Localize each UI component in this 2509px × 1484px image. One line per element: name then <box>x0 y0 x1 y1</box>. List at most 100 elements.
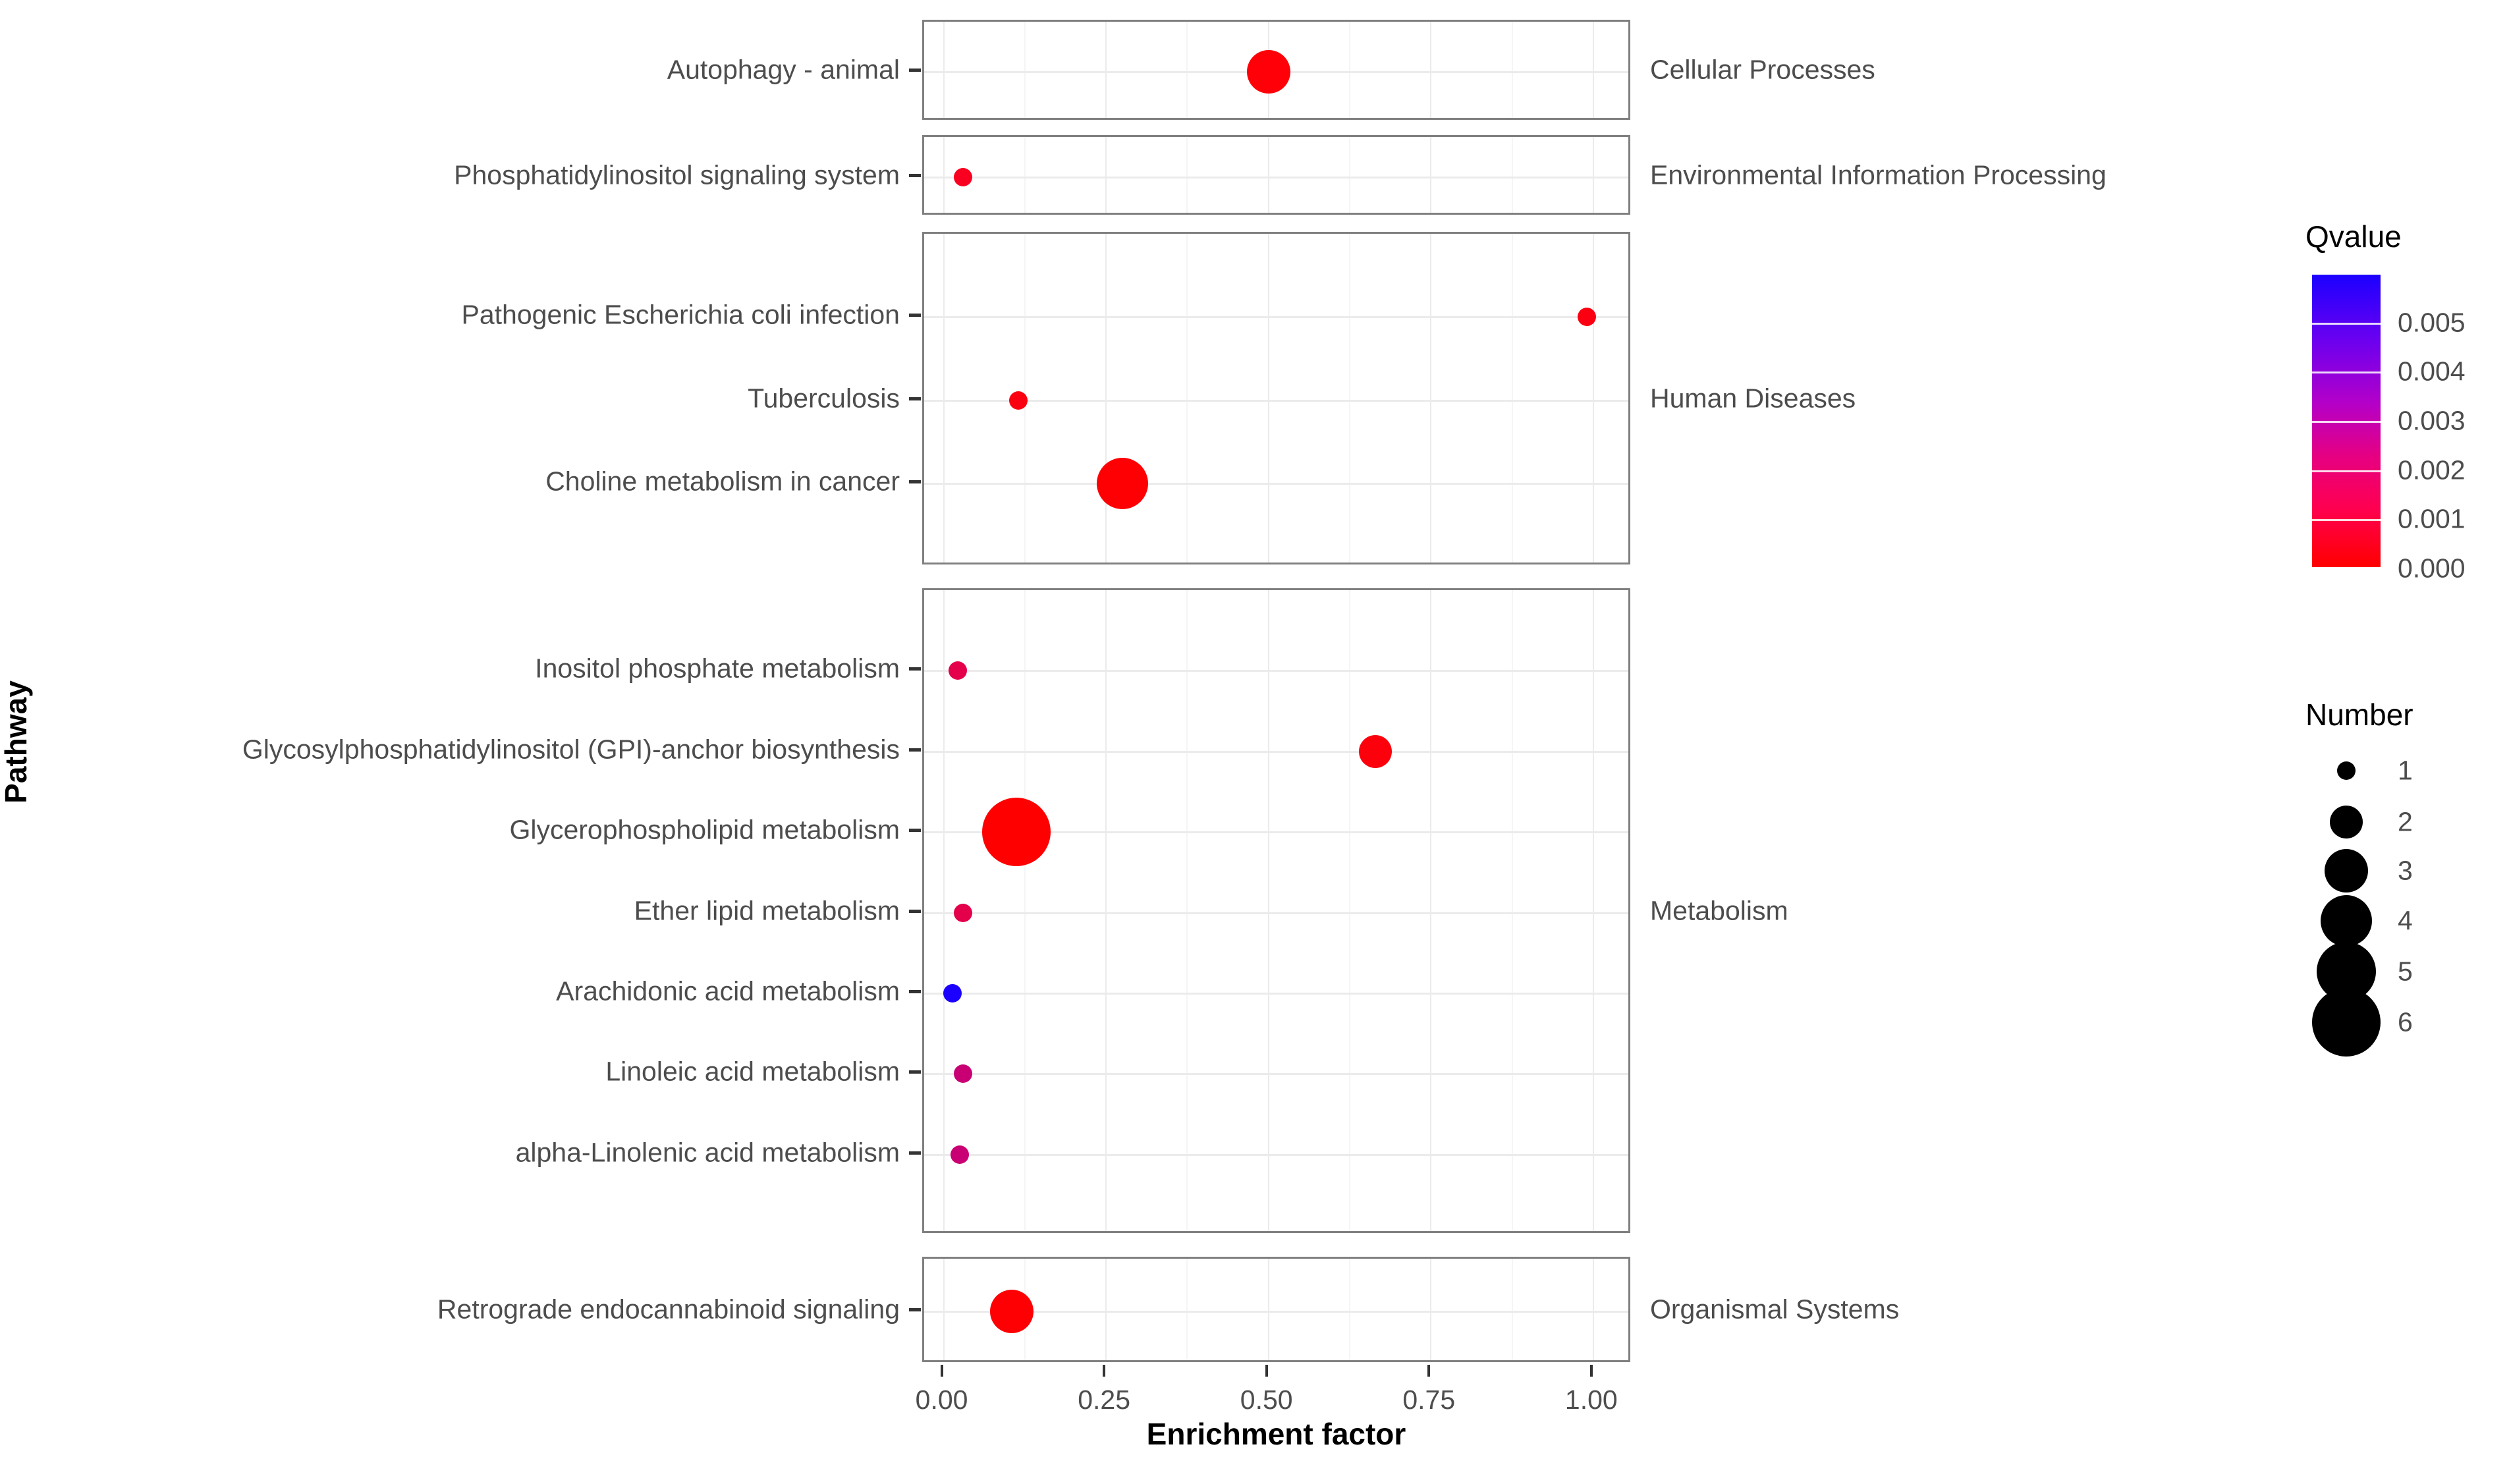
y-axis-tick <box>909 989 921 993</box>
colorbar-tick <box>2311 421 2382 423</box>
y-axis-tick-label: Retrograde endocannabinoid signaling <box>437 1294 900 1325</box>
facet-strip-label: Environmental Information Processing <box>1650 159 2107 190</box>
size-legend-label: 4 <box>2398 905 2413 936</box>
size-legend-label: 3 <box>2398 855 2413 886</box>
colorbar-tick <box>2311 322 2382 325</box>
facet-panel <box>922 588 1630 1233</box>
gridline-minor-vertical <box>1186 234 1188 563</box>
size-legend-title: Number <box>2305 698 2413 732</box>
gridline-minor-vertical <box>1186 22 1188 118</box>
size-legend-label: 6 <box>2398 1006 2413 1037</box>
colorbar-tick <box>2311 371 2382 374</box>
gridline-major-vertical <box>943 22 945 118</box>
gridline-major-vertical <box>943 137 945 213</box>
gridline-major-vertical <box>1105 590 1107 1231</box>
y-axis-tick <box>909 69 921 72</box>
data-point-bubble[interactable] <box>943 983 962 1003</box>
y-axis-tick <box>909 829 921 833</box>
y-axis-title: Pathway <box>0 680 33 804</box>
facet-panel <box>922 20 1630 120</box>
gridline-major-vertical <box>943 234 945 563</box>
gridline-minor-vertical <box>1511 137 1513 213</box>
gridline-major-vertical <box>1267 1259 1269 1360</box>
facet-panel <box>922 135 1630 215</box>
gridline-major-horizontal <box>924 316 1628 319</box>
gridline-major-vertical <box>1592 22 1594 118</box>
size-legend-key <box>2312 988 2381 1057</box>
size-legend-key <box>2325 849 2368 893</box>
y-axis-tick <box>909 909 921 913</box>
x-axis-tick <box>1265 1365 1268 1377</box>
gridline-major-horizontal <box>924 831 1628 834</box>
y-axis-tick-label: Choline metabolism in cancer <box>545 466 900 497</box>
facet-strip-label: Human Diseases <box>1650 383 1856 413</box>
x-axis-tick-label: 0.75 <box>1402 1385 1456 1415</box>
gridline-minor-vertical <box>1024 590 1026 1231</box>
data-point-bubble[interactable] <box>954 903 973 922</box>
facet-strip-label: Organismal Systems <box>1650 1294 1900 1325</box>
size-legend-label: 5 <box>2398 956 2413 987</box>
y-axis-tick-label: Phosphatidylinositol signaling system <box>454 159 900 190</box>
data-point-bubble[interactable] <box>1009 391 1028 410</box>
data-point-bubble[interactable] <box>949 661 968 680</box>
gridline-major-horizontal <box>924 176 1628 179</box>
data-point-bubble[interactable] <box>951 1145 970 1164</box>
x-axis-tick <box>1427 1365 1431 1377</box>
gridline-minor-vertical <box>1348 22 1350 118</box>
gridline-major-vertical <box>1105 234 1107 563</box>
gridline-major-horizontal <box>924 670 1628 673</box>
data-point-bubble[interactable] <box>1577 308 1596 327</box>
gridline-major-vertical <box>943 1259 945 1360</box>
data-point-bubble[interactable] <box>990 1290 1034 1333</box>
data-point-bubble[interactable] <box>1246 50 1290 94</box>
colorbar-tick-label: 0.003 <box>2398 405 2466 436</box>
gridline-major-vertical <box>1592 234 1594 563</box>
x-axis-tick <box>940 1365 943 1377</box>
data-point-bubble[interactable] <box>1359 734 1392 768</box>
gridline-major-horizontal <box>924 1073 1628 1076</box>
facet-panel <box>922 232 1630 564</box>
data-point-bubble[interactable] <box>1096 457 1148 509</box>
gridline-major-horizontal <box>924 399 1628 402</box>
y-axis-tick <box>909 1070 921 1074</box>
gridline-minor-vertical <box>1186 1259 1188 1360</box>
gridline-major-vertical <box>1592 590 1594 1231</box>
size-legend-label: 1 <box>2398 755 2413 786</box>
gridline-major-horizontal <box>924 482 1628 485</box>
x-axis-tick-label: 1.00 <box>1564 1385 1618 1415</box>
size-legend-key <box>2337 761 2356 780</box>
data-point-bubble[interactable] <box>982 798 1051 867</box>
facet-strip-label: Cellular Processes <box>1650 54 1875 85</box>
y-axis-tick <box>909 748 921 752</box>
colorbar-tick-label: 0.000 <box>2398 553 2466 584</box>
facet-strip-label: Metabolism <box>1650 895 1788 925</box>
gridline-major-vertical <box>1430 137 1432 213</box>
y-axis-tick-label: Arachidonic acid metabolism <box>556 976 900 1006</box>
size-legend-key <box>2330 806 2363 838</box>
gridline-major-horizontal <box>924 1311 1628 1313</box>
y-axis-tick <box>909 173 921 177</box>
x-axis-tick <box>1103 1365 1106 1377</box>
data-point-bubble[interactable] <box>954 1064 973 1084</box>
y-axis-tick <box>909 314 921 317</box>
gridline-major-vertical <box>1267 234 1269 563</box>
x-axis-tick <box>1589 1365 1593 1377</box>
gridline-major-vertical <box>1430 22 1432 118</box>
y-axis-tick-label: Glycerophospholipid metabolism <box>509 814 900 845</box>
gridline-minor-vertical <box>1511 234 1513 563</box>
gridline-minor-vertical <box>1511 590 1513 1231</box>
gridline-minor-vertical <box>1186 137 1188 213</box>
colorbar-tick <box>2311 470 2382 472</box>
y-axis-tick <box>909 480 921 483</box>
data-point-bubble[interactable] <box>954 167 973 186</box>
gridline-minor-vertical <box>1511 1259 1513 1360</box>
y-axis-tick-label: Glycosylphosphatidylinositol (GPI)-ancho… <box>242 734 900 765</box>
colorbar-tick-label: 0.005 <box>2398 307 2466 338</box>
gridline-major-vertical <box>1430 590 1432 1231</box>
y-axis-tick-label: alpha-Linolenic acid metabolism <box>515 1137 900 1168</box>
colorbar-tick-label: 0.004 <box>2398 356 2466 387</box>
gridline-minor-vertical <box>1024 22 1026 118</box>
y-axis-tick-label: Ether lipid metabolism <box>634 895 900 925</box>
y-axis-tick <box>909 397 921 400</box>
